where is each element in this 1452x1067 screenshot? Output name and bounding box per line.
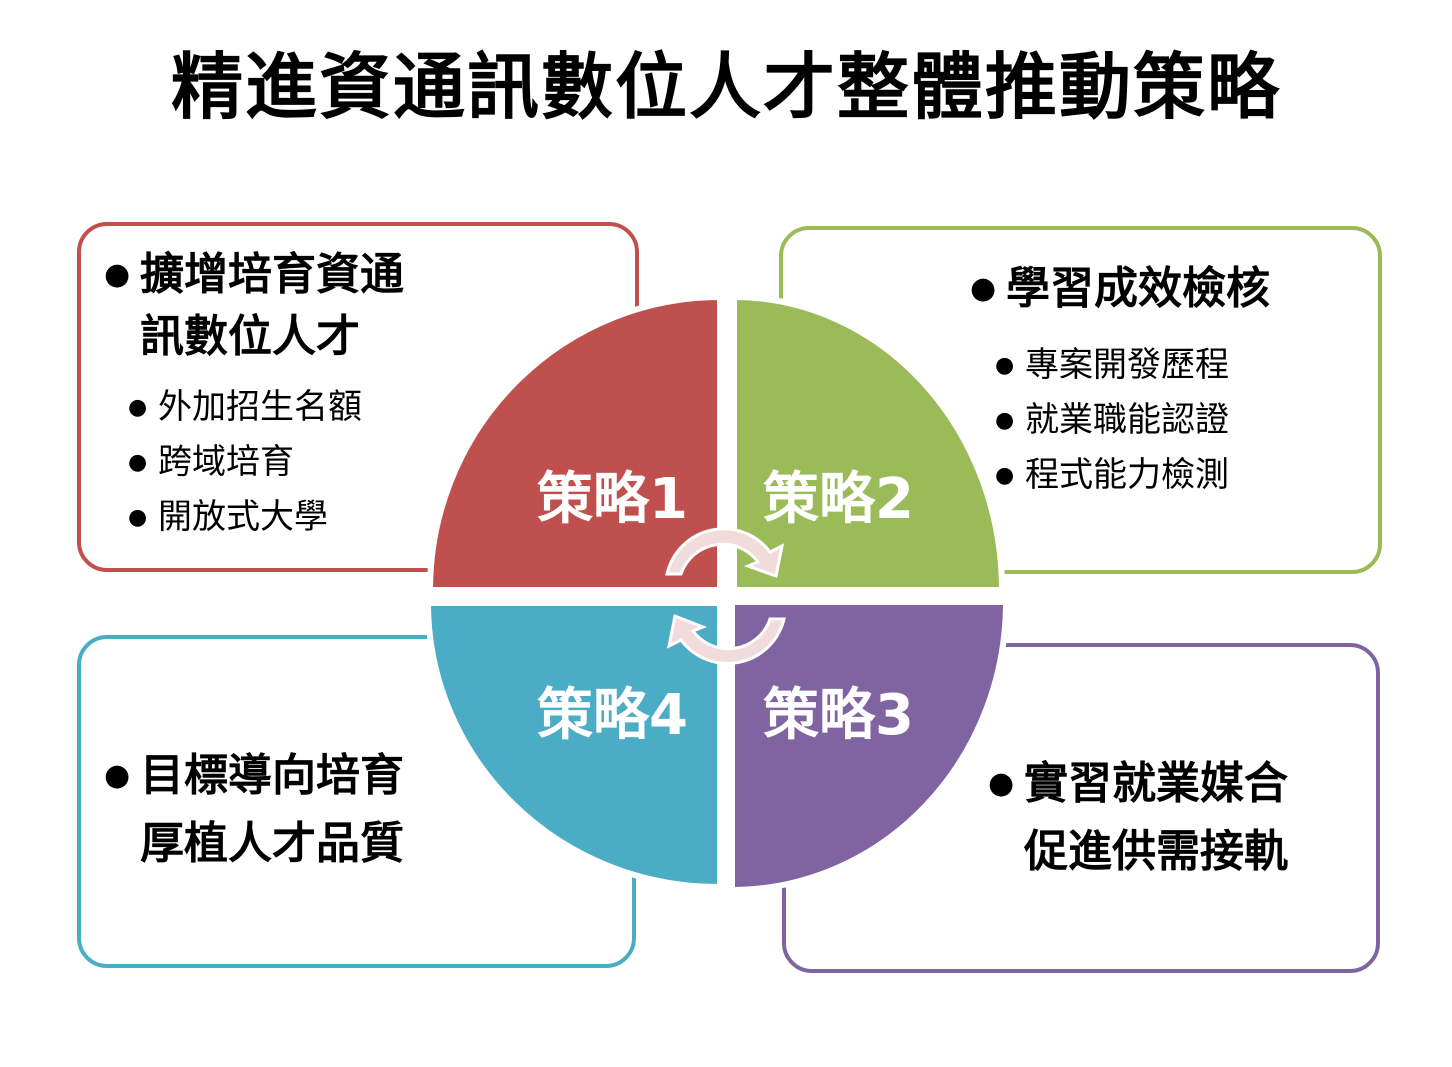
quadrant-3 [729, 599, 1010, 894]
cycle-arrow-top-icon [665, 527, 785, 578]
strategy-4-label: 策略4 [537, 683, 688, 748]
list-item: 程式能力檢測 [1025, 455, 1229, 495]
bullet-icon: ● [995, 463, 1015, 488]
main-line: 訊數位人才 [140, 311, 360, 362]
bullet-icon: ● [995, 353, 1015, 378]
main-line: 實習就業媒合 [1024, 758, 1288, 809]
list-item: 跨域培育 [158, 442, 294, 482]
main-line: 學習成效檢核 [1006, 263, 1270, 314]
list-item: 就業職能認證 [1025, 400, 1229, 440]
list-item: 專案開發歷程 [1025, 345, 1229, 385]
quadrant-1 [426, 293, 723, 593]
strategy-2-main: ● 學習成效檢核 [970, 258, 1270, 320]
strategy-2-label: 策略2 [763, 467, 914, 532]
bullet-icon: ● [128, 505, 148, 530]
bullet-icon: ● [104, 758, 131, 793]
strategy-1-main: ● 擴增培育資通 訊數位人才 [104, 244, 404, 368]
bullet-icon: ● [128, 395, 148, 420]
strategy-3-label: 策略3 [763, 683, 914, 748]
quadrant-4 [424, 600, 723, 891]
list-item: 外加招生名額 [158, 387, 362, 427]
main-line: 促進供需接軌 [1024, 826, 1288, 877]
main-line: 擴增培育資通 [140, 249, 404, 300]
page-title: 精進資通訊數位人才整體推動策略 [170, 45, 1281, 129]
main-line: 厚植人才品質 [140, 818, 404, 869]
quadrant-2 [731, 293, 1006, 593]
strategy-1-items: ● 外加招生名額 ● 跨域培育 ● 開放式大學 [128, 380, 362, 545]
strategy-3-main: ● 實習就業媒合 促進供需接軌 [988, 750, 1288, 886]
bullet-icon: ● [995, 408, 1015, 433]
strategy-2-items: ● 專案開發歷程 ● 就業職能認證 ● 程式能力檢測 [995, 338, 1229, 503]
main-line: 目標導向培育 [140, 750, 404, 801]
list-item: 開放式大學 [158, 497, 328, 537]
bullet-icon: ● [988, 766, 1015, 801]
cycle-arrow-bottom-icon [666, 613, 786, 665]
bullet-icon: ● [128, 450, 148, 475]
bullet-icon: ● [970, 271, 997, 306]
strategy-4-main: ● 目標導向培育 厚植人才品質 [104, 742, 404, 878]
bullet-icon: ● [104, 257, 131, 292]
strategy-1-label: 策略1 [537, 467, 688, 532]
